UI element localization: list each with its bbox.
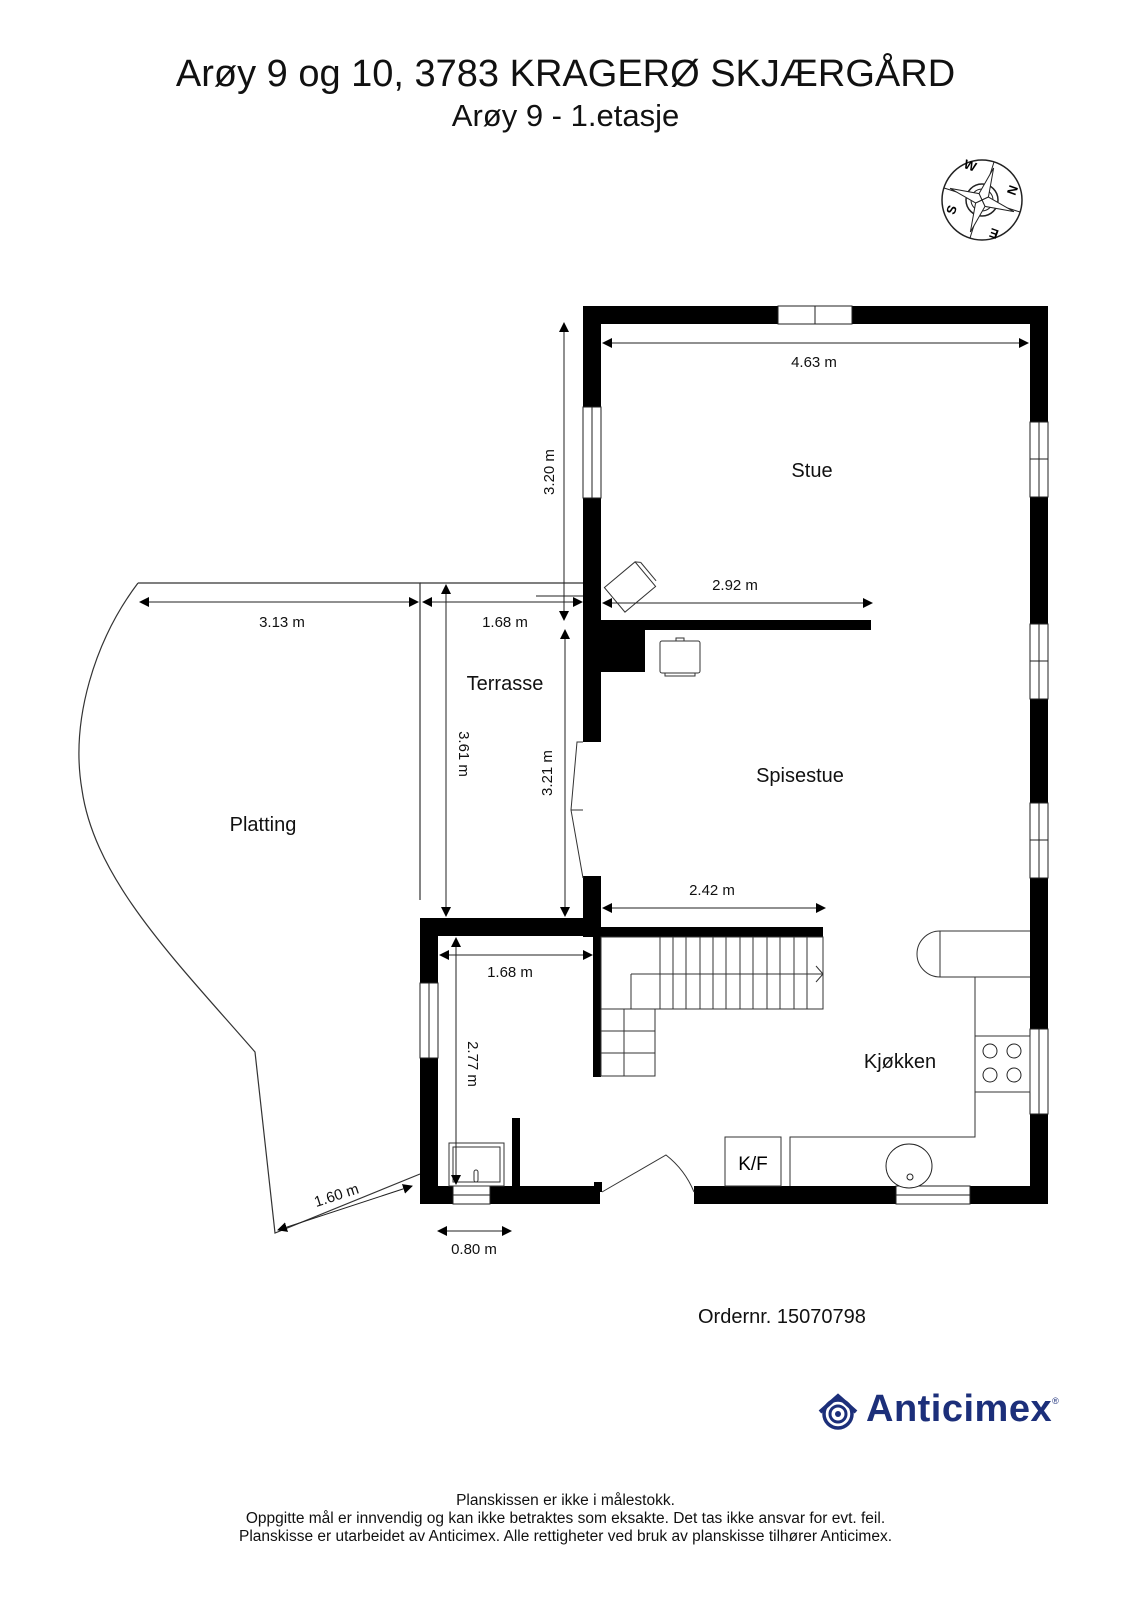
floor-subtitle: Arøy 9 - 1.etasje xyxy=(451,98,680,133)
windows xyxy=(419,305,1049,1205)
disclaimer-line-2: Oppgitte mål er innvendig og kan ikke be… xyxy=(245,1510,886,1527)
dim-entry-height: 2.77 m xyxy=(464,1041,481,1087)
dim-stue-width: 4.63 m xyxy=(791,354,837,371)
entry-door xyxy=(601,1154,695,1193)
dim-spisestue-width: 2.42 m xyxy=(689,882,735,899)
cabinet-icon xyxy=(448,1142,505,1187)
registered-mark: ® xyxy=(1052,1396,1059,1406)
platting-outline xyxy=(78,582,421,1234)
page-title: Arøy 9 og 10, 3783 KRAGERØ SKJÆRGÅRD xyxy=(175,53,956,95)
dim-terrasse-height: 3.61 m xyxy=(455,731,472,777)
sink-icon xyxy=(885,1143,933,1189)
room-label-spisestue: Spisestue xyxy=(756,765,844,787)
dim-platting-side: 1.60 m xyxy=(312,1181,361,1211)
fridge-freezer xyxy=(724,1136,782,1187)
room-label-kjokken: Kjøkken xyxy=(864,1051,936,1073)
order-number: Ordernr. 15070798 xyxy=(698,1306,866,1328)
walls xyxy=(420,306,1048,1204)
dim-terrasse-width: 1.68 m xyxy=(482,614,528,631)
kitchen-counters xyxy=(789,930,1031,1186)
room-label-terrasse: Terrasse xyxy=(467,673,544,695)
dim-entry-width: 1.68 m xyxy=(487,964,533,981)
dim-window-width: 0.80 m xyxy=(451,1241,497,1258)
anticimex-logo-icon xyxy=(818,1392,858,1430)
disclaimer: Planskissen er ikke i målestokk. Oppgitt… xyxy=(0,1492,1131,1546)
dim-stue-lower-width: 2.92 m xyxy=(712,577,758,594)
dim-stue-height: 3.20 m xyxy=(541,449,558,495)
dim-spisestue-height: 3.21 m xyxy=(539,750,556,796)
disclaimer-line-3: Planskisse er utarbeidet av Anticimex. A… xyxy=(238,1528,892,1545)
table-icon xyxy=(916,930,941,978)
anticimex-logo: Anticimex ® xyxy=(816,1388,1059,1431)
room-label-stue: Stue xyxy=(791,460,832,482)
compass-label-w: W xyxy=(962,156,979,175)
dim-platting-width: 3.13 m xyxy=(259,614,305,631)
cooktop-icon xyxy=(982,1043,1022,1083)
brand-name: Anticimex xyxy=(866,1388,1053,1430)
armchair-icon xyxy=(603,561,657,613)
terrace-door xyxy=(570,741,584,879)
fridge-freezer-label: K/F xyxy=(738,1154,768,1175)
stove-icon xyxy=(659,637,701,677)
disclaimer-line-1: Planskissen er ikke i målestokk. xyxy=(456,1492,675,1509)
compass-rose-icon: W N E S xyxy=(941,156,1023,242)
room-label-platting: Platting xyxy=(230,814,297,836)
staircase xyxy=(600,936,824,1077)
